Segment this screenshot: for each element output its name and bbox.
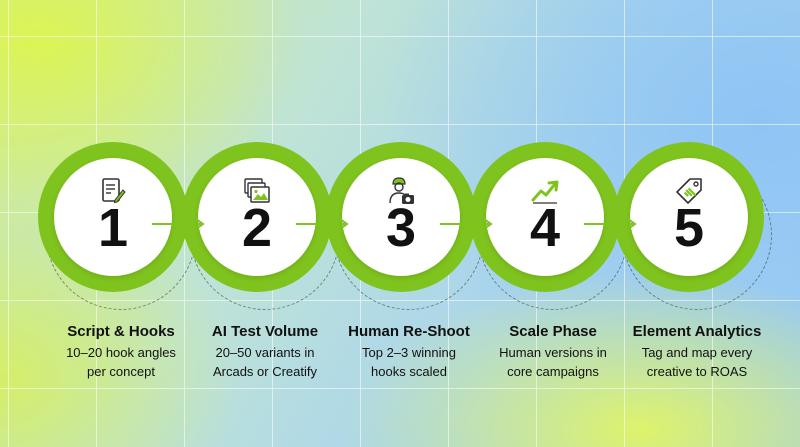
step-circle: 4 (486, 158, 604, 276)
step-title: AI Test Volume (211, 323, 319, 340)
step-description-line: Top 2–3 winning (362, 345, 456, 360)
step-5-label: Element Analytics Tag and map every crea… (612, 322, 782, 380)
step-number: 3 (385, 198, 417, 258)
step-3-label: Human Re-Shoot Top 2–3 winning hooks sca… (324, 322, 494, 380)
step-description-line: 10–20 hook angles (66, 345, 176, 360)
price-tag-icon (676, 178, 702, 204)
step-number: 4 (529, 198, 561, 258)
step-number: 1 (97, 198, 129, 258)
step-number: 5 (673, 198, 705, 258)
step-description-line: 20–50 variants in (215, 345, 315, 360)
step-title: Scale Phase (509, 323, 597, 340)
step-description-line: Arcads or Creatify (212, 364, 318, 379)
step-description-line: per concept (87, 364, 155, 379)
step-description-line: Human versions in (499, 345, 607, 360)
step-1: 1 (38, 142, 196, 310)
step-1-label: Script & Hooks 10–20 hook angles per con… (36, 322, 206, 380)
step-4: 4 (470, 142, 628, 310)
step-title: Human Re-Shoot (348, 323, 470, 340)
step-circle: 3 (342, 158, 460, 276)
person-camera-icon (389, 177, 414, 204)
arrow-right-icon (440, 218, 493, 230)
step-2-label: AI Test Volume 20–50 variants in Arcads … (180, 322, 350, 380)
step-description-line: Tag and map every (641, 345, 753, 360)
step-title: Script & Hooks (67, 323, 175, 340)
arrow-right-icon (152, 218, 205, 230)
step-number: 2 (241, 198, 273, 258)
trend-up-icon (531, 180, 559, 204)
arrow-right-icon (296, 218, 349, 230)
arrow-right-icon (584, 218, 637, 230)
step-description-line: core campaigns (507, 364, 599, 379)
step-2: 2 (182, 142, 340, 310)
step-circle: 5 (630, 158, 748, 276)
step-circle: 1 (54, 158, 172, 276)
step-3: 3 (326, 142, 484, 310)
step-description-line: creative to ROAS (646, 364, 748, 379)
step-circle: 2 (198, 158, 316, 276)
step-title: Element Analytics (632, 323, 762, 340)
step-4-label: Scale Phase Human versions in core campa… (468, 322, 638, 380)
step-5: 5 (614, 142, 772, 310)
step-description-line: hooks scaled (371, 364, 447, 379)
document-pen-icon (102, 178, 126, 204)
image-stack-icon (244, 178, 270, 203)
